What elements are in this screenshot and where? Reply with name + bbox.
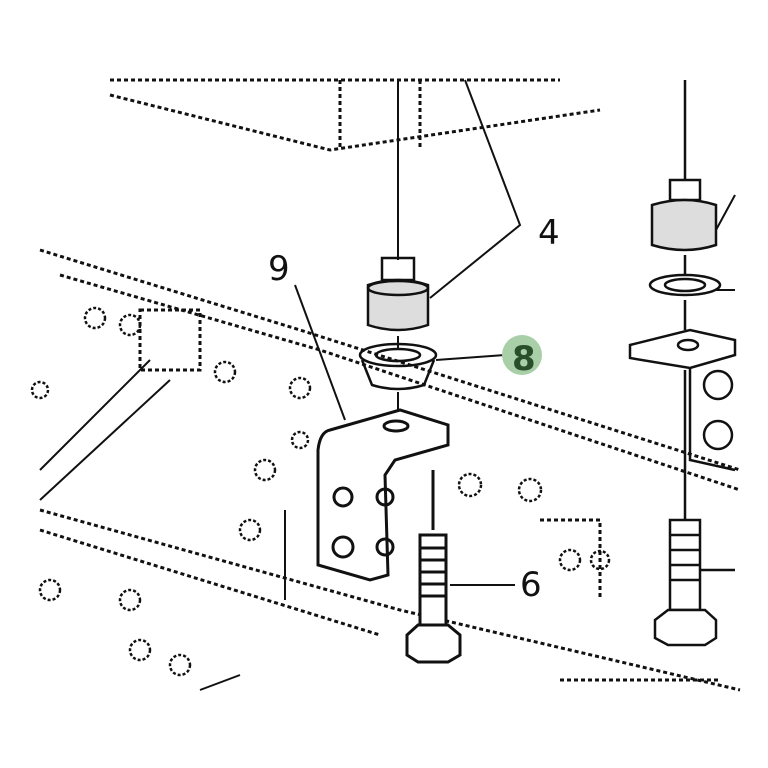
background-holes <box>30 306 611 677</box>
background-frame <box>39 78 741 692</box>
sleeve-nut-4 <box>366 256 430 332</box>
callout-4[interactable]: 4 <box>538 213 560 253</box>
bolt-6 <box>405 470 462 664</box>
bracket-9 <box>316 408 450 582</box>
callout-8-highlight <box>502 335 542 375</box>
callout-6[interactable]: 6 <box>520 565 542 605</box>
frame-rails <box>39 359 286 691</box>
right-assembly <box>628 80 737 647</box>
callout-9[interactable]: 9 <box>268 249 290 289</box>
leader-lines <box>294 79 736 586</box>
callout-8[interactable]: 8 <box>512 339 536 379</box>
